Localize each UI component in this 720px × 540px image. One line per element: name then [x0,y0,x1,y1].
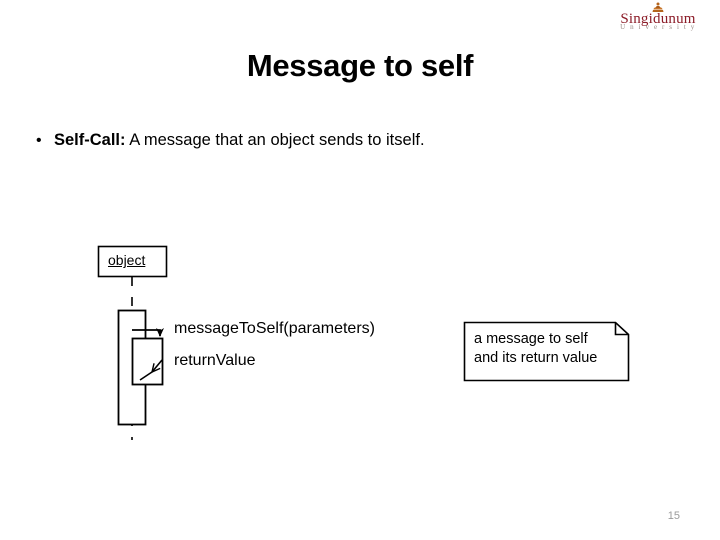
bullet-item: • Self-Call: A message that an object se… [36,131,656,150]
object-box [97,245,168,278]
object-box-label: object [108,252,146,268]
self-call-arrow [132,328,164,337]
bullet-marker: • [36,132,42,149]
note-folded-corner-icon [614,322,629,336]
return-arrow [150,359,163,374]
activation-bar-nested [131,337,164,386]
note-line-1: a message to self [474,331,588,347]
bullet-body: A message that an object sends to itself… [125,131,425,149]
bullet-lead: Self-Call: [54,131,126,149]
message-label-return: returnValue [174,352,256,369]
return-arrow-tail [139,371,153,381]
note-text: a message to self and its return value [474,330,597,368]
logo-name: Singidunum [620,11,696,27]
page-number: 15 [667,510,680,522]
bullet-text: Self-Call: A message that an object send… [54,131,656,150]
message-label-self-call: messageToSelf(parameters) [174,320,375,337]
crown-crest-icon [652,2,664,12]
logo-subtitle: U n i v e r s i t y [620,23,696,31]
singidunum-university-logo: Singidunum U n i v e r s i t y [604,2,712,36]
note-line-2: and its return value [474,350,598,366]
note-box [463,321,630,382]
page-title: Message to self [246,48,474,83]
